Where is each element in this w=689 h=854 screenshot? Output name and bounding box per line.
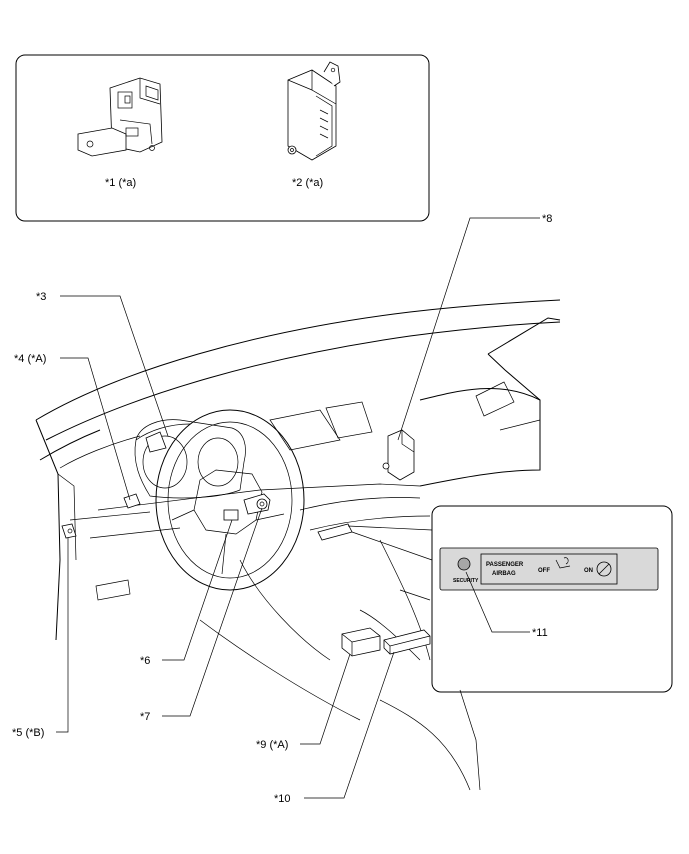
callout-3: *3 <box>36 291 46 303</box>
callout-7: *7 <box>140 711 150 723</box>
callout-9: *9 (*A) <box>256 739 288 751</box>
part-1-label: *1 (*a) <box>105 177 136 189</box>
dashboard-illustration <box>35 299 561 791</box>
inset-box-top: *1 (*a) *2 (*a) <box>15 54 430 222</box>
on-text: ON <box>584 568 593 574</box>
part-2-label: *2 (*a) <box>292 177 323 189</box>
indicator-panel <box>439 547 659 591</box>
security-led <box>457 557 471 571</box>
leader-lines <box>56 217 540 799</box>
part-2-illustration <box>287 61 341 161</box>
off-text: OFF <box>538 568 550 574</box>
inset-box-panel: SECURITY PASSENGER AIRBAG OFF ON <box>347 505 673 693</box>
callout-6: *6 <box>140 655 150 667</box>
airbag-off-icon <box>596 561 612 577</box>
airbag-text: AIRBAG <box>492 571 516 577</box>
callout-5: *5 (*B) <box>12 727 44 739</box>
callout-4: *4 (*A) <box>14 353 46 365</box>
passenger-seat-icon <box>555 557 571 569</box>
part-1-illustration <box>77 77 163 157</box>
callout-10: *10 <box>274 793 291 805</box>
callout-11: *11 <box>532 627 548 639</box>
callout-8: *8 <box>542 213 552 225</box>
security-text: SECURITY <box>453 578 479 584</box>
passenger-text: PASSENGER <box>486 562 524 568</box>
